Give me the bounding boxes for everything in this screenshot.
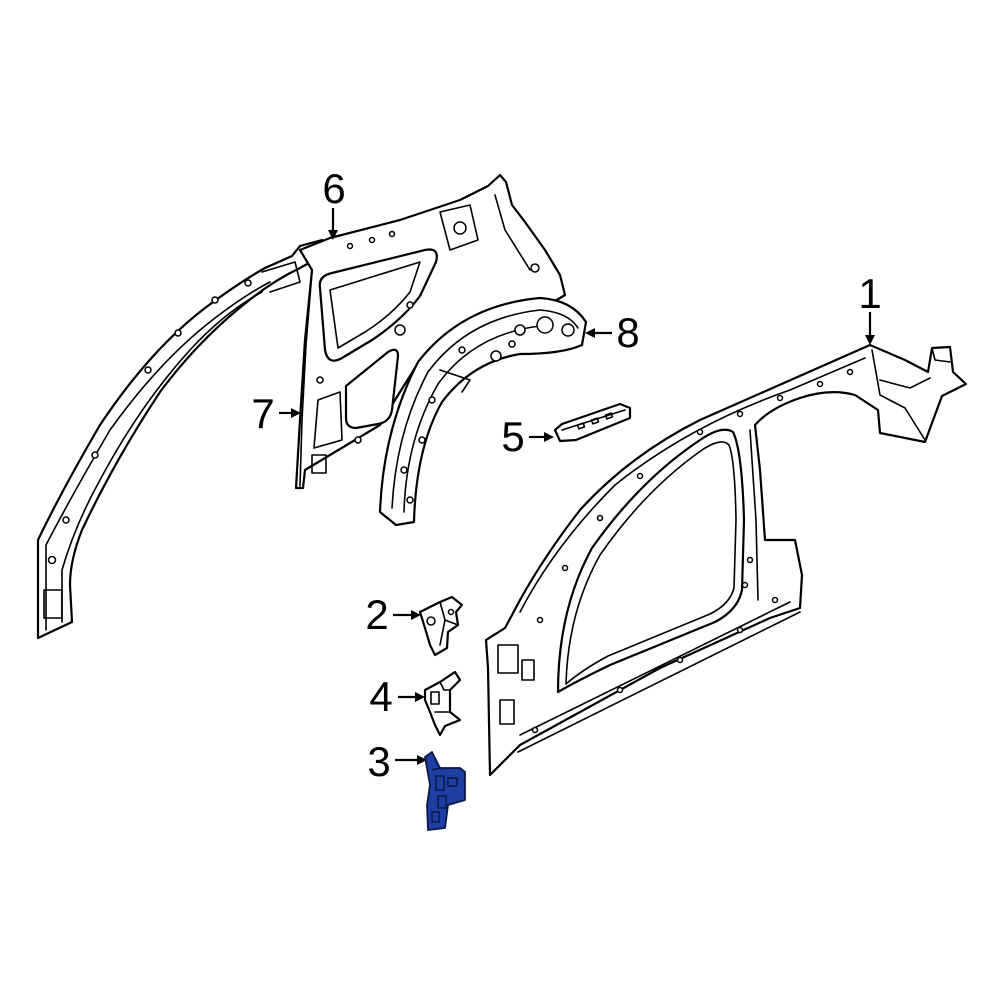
quarter-inner-panel-part — [294, 173, 567, 490]
callout-arrowhead-6 — [328, 230, 338, 240]
bracket-part-3-highlighted — [424, 751, 466, 831]
callout-8: 8 — [585, 309, 640, 356]
callout-5: 5 — [501, 413, 554, 460]
callout-6: 6 — [322, 165, 346, 240]
callout-label-3: 3 — [367, 738, 390, 785]
callout-3: 3 — [367, 738, 427, 785]
window-opening — [318, 248, 438, 362]
callout-arrowhead-4 — [415, 692, 425, 702]
bracket-part-4 — [423, 670, 462, 737]
reinforcement-strip-part — [553, 402, 632, 443]
roof-rail-pillar-part — [36, 238, 324, 640]
callout-label-5: 5 — [501, 413, 524, 460]
callout-label-4: 4 — [369, 673, 392, 720]
callout-4: 4 — [369, 673, 425, 720]
callout-arrowhead-3 — [417, 755, 427, 765]
bracket-part-2 — [418, 595, 464, 657]
wheelhouse-part — [378, 296, 588, 527]
callout-arrowhead-5 — [544, 432, 554, 442]
callout-label-1: 1 — [858, 270, 881, 317]
callout-arrowhead-2 — [411, 610, 421, 620]
body-side-panel-part — [484, 343, 968, 777]
highlighted-part-body — [424, 751, 466, 831]
callout-label-7: 7 — [251, 390, 274, 437]
lower-opening — [344, 348, 400, 430]
callout-arrowhead-8 — [585, 328, 595, 338]
callout-label-8: 8 — [616, 309, 639, 356]
callout-1: 1 — [858, 270, 882, 345]
callout-2: 2 — [365, 591, 421, 638]
callout-label-2: 2 — [365, 591, 388, 638]
callout-arrowhead-7 — [291, 408, 301, 418]
callout-arrowhead-1 — [865, 335, 875, 345]
callout-7: 7 — [251, 390, 301, 437]
door-opening — [556, 428, 746, 694]
callout-label-6: 6 — [322, 165, 345, 212]
